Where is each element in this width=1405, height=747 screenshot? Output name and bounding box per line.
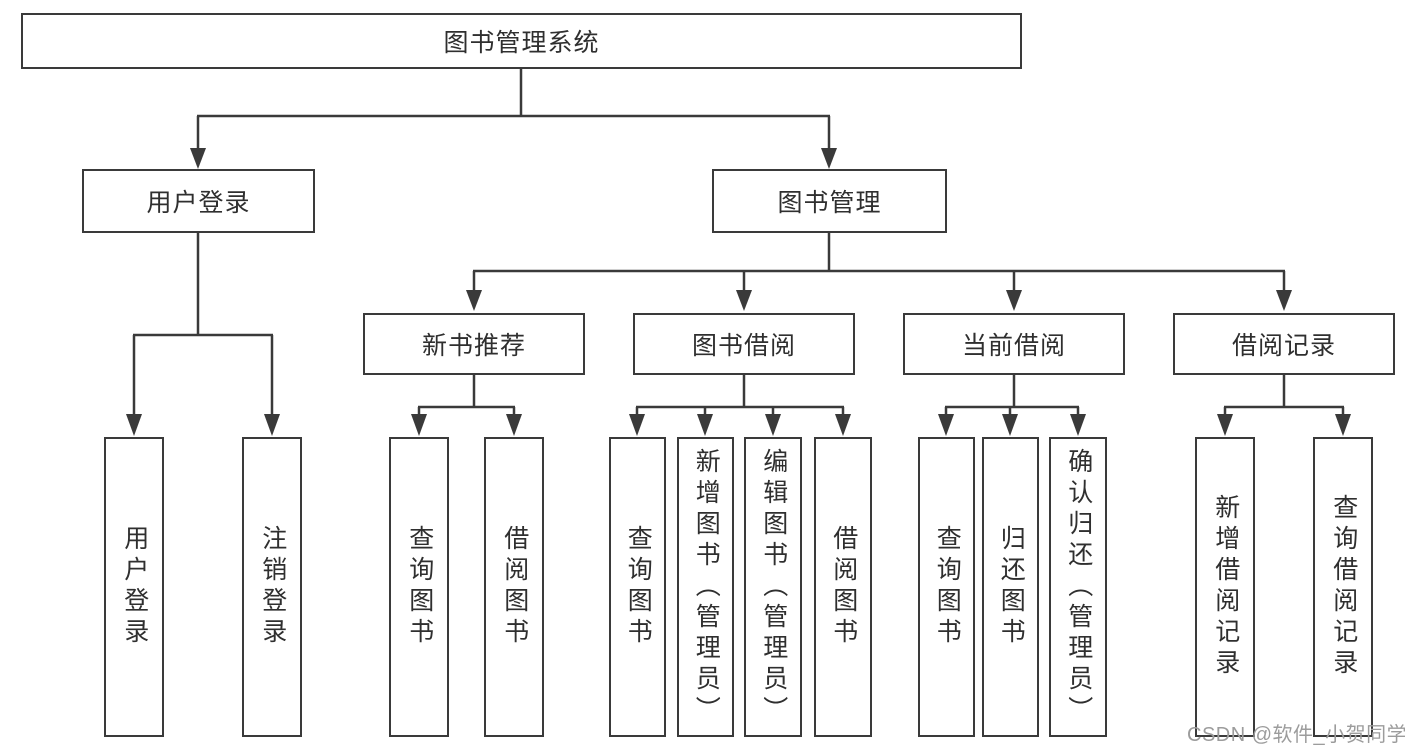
node-label: 归还图书 [997, 525, 1026, 649]
node-label: 查询图书 [624, 525, 653, 649]
node-user-login: 用户登录 [82, 169, 315, 233]
node-label: 图书借阅 [691, 332, 796, 360]
node-label: 图书管理 [777, 189, 882, 217]
arrow-down-icon [629, 414, 645, 436]
connector-new-book-recommend [411, 375, 522, 436]
leaf-add-borrow-record: 新增借阅记录 [1195, 437, 1255, 737]
arrow-down-icon [1335, 414, 1351, 436]
leaf-user-login: 用户登录 [104, 437, 164, 737]
connector-borrow-records [1217, 375, 1351, 436]
arrow-down-icon [190, 148, 206, 169]
leaf-edit-book-admin: 编辑图书（管理员） [744, 437, 802, 737]
arrow-down-icon [835, 414, 851, 436]
csdn-watermark: CSDN @软件_小贺同学 [1187, 724, 1405, 746]
leaf-borrow-books: 借阅图书 [814, 437, 872, 737]
arrow-down-icon [466, 290, 482, 311]
leaf-confirm-return-admin: 确认归还（管理员） [1049, 437, 1107, 737]
node-borrow-records: 借阅记录 [1173, 313, 1395, 375]
arrow-down-icon [736, 290, 752, 311]
connector-root [190, 69, 837, 169]
node-book-management: 图书管理 [712, 169, 947, 233]
arrow-down-icon [765, 414, 781, 436]
arrow-down-icon [126, 414, 142, 436]
leaf-query-books-recommend: 查询图书 [389, 437, 449, 737]
node-label: 当前借阅 [961, 332, 1066, 360]
node-label: 图书管理系统 [443, 29, 600, 57]
leaf-borrow-books-recommend: 借阅图书 [484, 437, 544, 737]
node-label: 新增借阅记录 [1211, 494, 1240, 680]
node-label: 查询图书 [405, 525, 434, 649]
node-label: 借阅图书 [829, 525, 858, 649]
arrow-down-icon [1070, 414, 1086, 436]
node-root-system: 图书管理系统 [21, 13, 1022, 69]
node-current-borrow: 当前借阅 [903, 313, 1125, 375]
arrow-down-icon [1006, 290, 1022, 311]
node-label: 注销登录 [258, 525, 287, 649]
node-label: 新书推荐 [421, 332, 526, 360]
arrow-down-icon [506, 414, 522, 436]
arrow-down-icon [938, 414, 954, 436]
connector-book-borrow [629, 375, 851, 436]
arrow-down-icon [821, 148, 837, 169]
leaf-query-borrow-record: 查询借阅记录 [1313, 437, 1373, 737]
arrow-down-icon [1217, 414, 1233, 436]
node-label: 用户登录 [120, 525, 149, 649]
connector-user-login [126, 233, 280, 436]
leaf-return-book: 归还图书 [982, 437, 1039, 737]
arrow-down-icon [1276, 290, 1292, 311]
connector-book-management [466, 233, 1292, 311]
node-label: 查询借阅记录 [1329, 494, 1358, 680]
node-label: 查询图书 [933, 525, 962, 649]
arrow-down-icon [264, 414, 280, 436]
node-label: 用户登录 [146, 189, 251, 217]
node-label: 新增图书（管理员） [692, 447, 721, 727]
arrow-down-icon [697, 414, 713, 436]
leaf-query-books-current: 查询图书 [918, 437, 975, 737]
node-label: 借阅记录 [1231, 332, 1336, 360]
connector-current-borrow [938, 375, 1086, 436]
arrow-down-icon [1002, 414, 1018, 436]
arrow-down-icon [411, 414, 427, 436]
node-book-borrow: 图书借阅 [633, 313, 855, 375]
node-label: 确认归还（管理员） [1064, 447, 1093, 727]
node-label: 借阅图书 [500, 525, 529, 649]
node-label: 编辑图书（管理员） [759, 447, 788, 727]
node-new-book-recommend: 新书推荐 [363, 313, 585, 375]
leaf-add-book-admin: 新增图书（管理员） [677, 437, 734, 737]
leaf-query-books-borrow: 查询图书 [609, 437, 666, 737]
leaf-logout-login: 注销登录 [242, 437, 302, 737]
